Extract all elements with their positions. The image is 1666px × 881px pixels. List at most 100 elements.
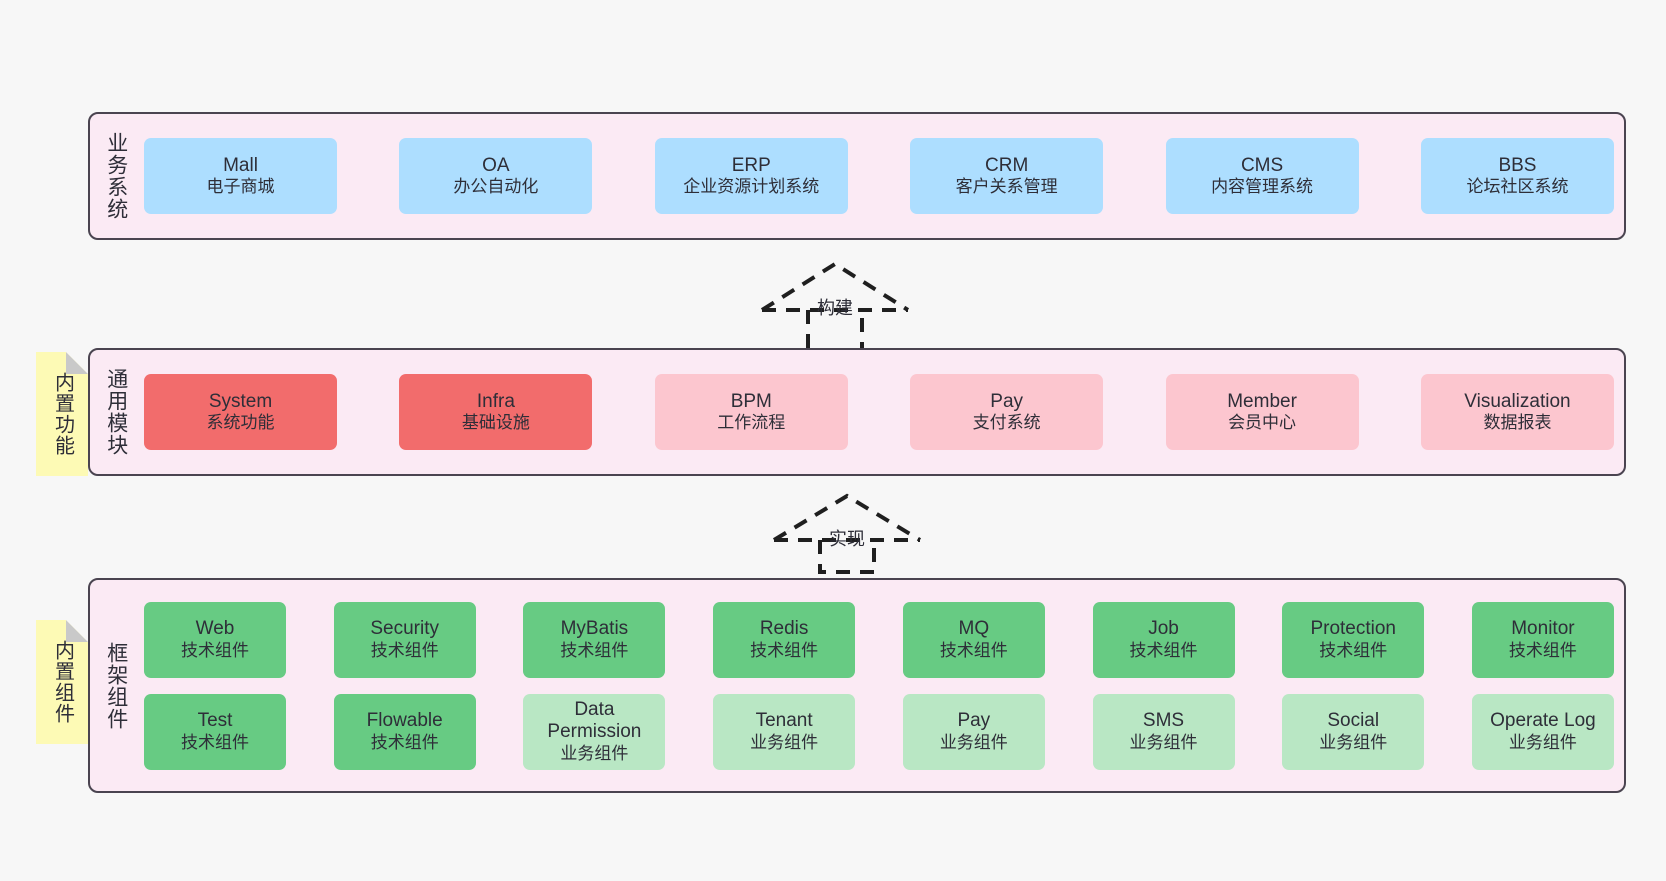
note-builtin-component: 内置组件 <box>36 620 88 744</box>
node-infra[interactable]: Infra 基础设施 <box>399 374 593 450</box>
node-subtitle: 会员中心 <box>1228 413 1297 433</box>
note-label: 内置组件 <box>51 640 74 724</box>
node-pay-business[interactable]: Pay 业务组件 <box>902 693 1045 770</box>
node-subtitle: 业务组件 <box>560 743 629 763</box>
note-fold-corner-icon <box>66 620 88 642</box>
node-erp[interactable]: ERP 企业资源计划系统 <box>654 138 848 214</box>
node-flowable[interactable]: Flowable 技术组件 <box>333 693 476 770</box>
node-subtitle: 技术组件 <box>181 640 249 660</box>
node-title: Job <box>1148 618 1179 640</box>
arrow-stem <box>806 310 864 356</box>
node-title: Mall <box>223 154 258 176</box>
node-test[interactable]: Test 技术组件 <box>144 693 286 770</box>
node-subtitle: 论坛社区系统 <box>1466 177 1569 197</box>
node-web[interactable]: Web 技术组件 <box>144 601 286 678</box>
node-subtitle: 技术组件 <box>370 732 439 752</box>
node-title: Test <box>197 710 233 732</box>
node-mall[interactable]: Mall 电子商城 <box>144 138 337 214</box>
node-system[interactable]: System 系统功能 <box>144 374 337 450</box>
node-title: ERP <box>731 154 771 176</box>
node-oa[interactable]: OA 办公自动化 <box>399 138 593 214</box>
node-subtitle: 基础设施 <box>461 413 530 433</box>
node-title: Pay <box>990 390 1024 412</box>
node-redis[interactable]: Redis 技术组件 <box>713 601 856 678</box>
node-title: MyBatis <box>560 618 629 640</box>
node-title: MQ <box>958 618 990 640</box>
node-title: Social <box>1327 710 1380 732</box>
node-subtitle: 系统功能 <box>206 413 275 433</box>
arrow-label-implement: 实现 <box>829 529 865 549</box>
node-title: CMS <box>1240 154 1284 176</box>
node-subtitle: 技术组件 <box>370 640 439 660</box>
node-monitor[interactable]: Monitor 技术组件 <box>1471 601 1614 678</box>
arrow-build: 构建 <box>760 258 910 356</box>
node-subtitle: 业务组件 <box>1508 732 1577 752</box>
node-row: Mall 电子商城 OA 办公自动化 ERP 企业资源计划系统 CRM 客户关系… <box>144 138 1614 214</box>
layer-business-system: 业务系统 Mall 电子商城 OA 办公自动化 ERP 企业资源计划系统 CRM… <box>88 112 1626 240</box>
node-member[interactable]: Member 会员中心 <box>1165 374 1359 450</box>
node-title: Infra <box>476 390 515 412</box>
node-bbs[interactable]: BBS 论坛社区系统 <box>1420 138 1614 214</box>
layer-body-common-module: System 系统功能 Infra 基础设施 BPM 工作流程 Pay 支付系统… <box>142 350 1624 474</box>
node-subtitle: 技术组件 <box>1508 640 1577 660</box>
node-protection[interactable]: Protection 技术组件 <box>1282 601 1425 678</box>
node-row: Web 技术组件 Security 技术组件 MyBatis 技术组件 Redi… <box>144 601 1614 678</box>
note-fold-corner-icon <box>66 352 88 374</box>
arrow-implement: 实现 <box>772 492 922 574</box>
arrow-label-build: 构建 <box>817 298 853 318</box>
node-subtitle: 业务组件 <box>1129 732 1198 752</box>
layer-body-framework-component: Web 技术组件 Security 技术组件 MyBatis 技术组件 Redi… <box>142 580 1624 791</box>
node-title: BPM <box>730 390 772 412</box>
node-title: BBS <box>1498 154 1537 176</box>
node-title: Tenant <box>755 710 813 732</box>
node-subtitle: 业务组件 <box>750 732 819 752</box>
node-operate-log[interactable]: Operate Log 业务组件 <box>1471 693 1614 770</box>
node-subtitle: 技术组件 <box>939 640 1008 660</box>
node-mq[interactable]: MQ 技术组件 <box>902 601 1045 678</box>
node-crm[interactable]: CRM 客户关系管理 <box>910 138 1104 214</box>
node-title: Protection <box>1310 618 1396 640</box>
node-title: CRM <box>985 154 1029 176</box>
node-tenant[interactable]: Tenant 业务组件 <box>713 693 856 770</box>
node-subtitle: 技术组件 <box>1319 640 1388 660</box>
node-title: OA <box>482 154 510 176</box>
node-visualization[interactable]: Visualization 数据报表 <box>1420 374 1614 450</box>
note-label: 内置功能 <box>51 372 74 456</box>
node-subtitle: 业务组件 <box>1319 732 1388 752</box>
node-bpm[interactable]: BPM 工作流程 <box>654 374 848 450</box>
node-row: System 系统功能 Infra 基础设施 BPM 工作流程 Pay 支付系统… <box>144 374 1614 450</box>
node-title: Data Permission <box>547 699 642 743</box>
node-security[interactable]: Security 技术组件 <box>333 601 476 678</box>
node-subtitle: 技术组件 <box>750 640 819 660</box>
node-sms[interactable]: SMS 业务组件 <box>1092 693 1235 770</box>
node-subtitle: 数据报表 <box>1483 413 1552 433</box>
node-title: System <box>208 390 273 412</box>
node-subtitle: 电子商城 <box>206 177 275 197</box>
node-mybatis[interactable]: MyBatis 技术组件 <box>523 601 666 678</box>
layer-title-business-system: 业务系统 <box>104 132 128 220</box>
node-title: Web <box>195 618 235 640</box>
node-social[interactable]: Social 业务组件 <box>1282 693 1425 770</box>
node-row: Test 技术组件 Flowable 技术组件 Data Permission … <box>144 693 1614 770</box>
node-title: Flowable <box>366 710 443 732</box>
note-builtin-function: 内置功能 <box>36 352 88 476</box>
node-subtitle: 业务组件 <box>939 732 1008 752</box>
node-title: Visualization <box>1464 390 1571 412</box>
node-job[interactable]: Job 技术组件 <box>1092 601 1235 678</box>
node-data-permission[interactable]: Data Permission 业务组件 <box>523 693 666 770</box>
node-pay[interactable]: Pay 支付系统 <box>910 374 1104 450</box>
layer-title-common-module: 通用模块 <box>104 368 128 456</box>
node-subtitle: 支付系统 <box>972 413 1041 433</box>
node-subtitle: 技术组件 <box>181 732 249 752</box>
node-subtitle: 企业资源计划系统 <box>683 177 820 197</box>
node-subtitle: 内容管理系统 <box>1211 177 1314 197</box>
layer-body-business-system: Mall 电子商城 OA 办公自动化 ERP 企业资源计划系统 CRM 客户关系… <box>142 114 1624 238</box>
layer-title-framework-component: 框架组件 <box>104 641 128 730</box>
layer-common-module: 通用模块 System 系统功能 Infra 基础设施 BPM 工作流程 Pay… <box>88 348 1626 476</box>
node-cms[interactable]: CMS 内容管理系统 <box>1165 138 1359 214</box>
node-title: Pay <box>957 710 991 732</box>
layer-framework-component: 框架组件 Web 技术组件 Security 技术组件 MyBatis 技术组件… <box>88 578 1626 793</box>
node-title: Redis <box>759 618 809 640</box>
node-title: Operate Log <box>1490 710 1596 732</box>
